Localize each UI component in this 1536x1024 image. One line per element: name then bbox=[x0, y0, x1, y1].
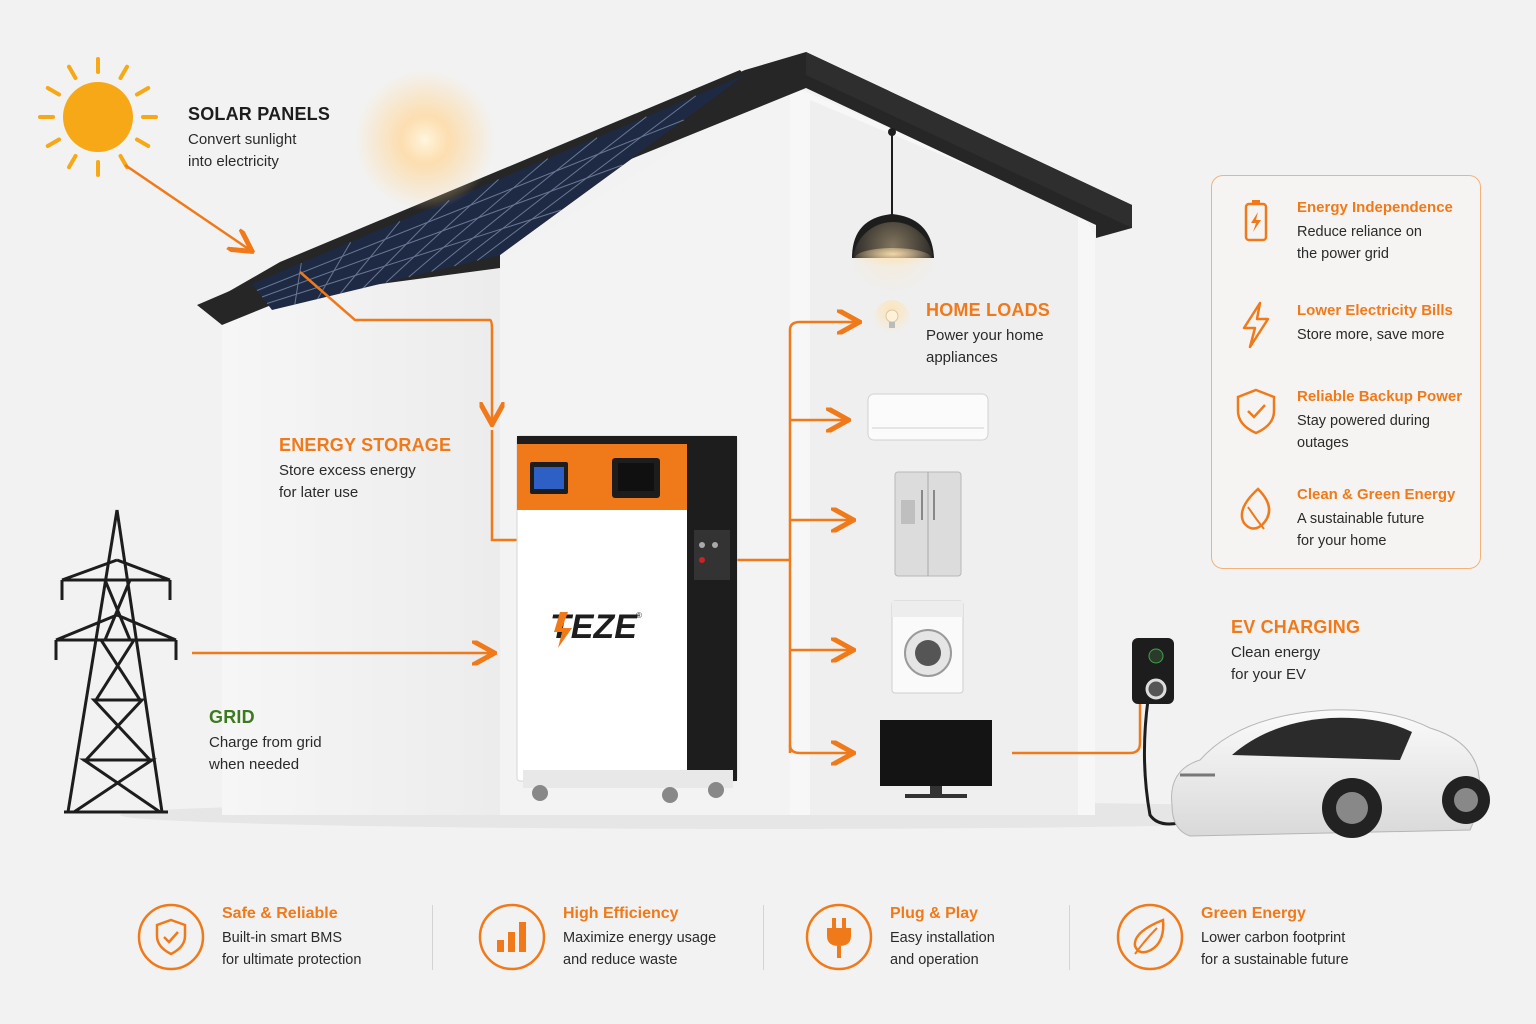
ev-title: EV CHARGING bbox=[1231, 617, 1361, 637]
panel-row-line bbox=[261, 164, 623, 298]
feature-title: Plug & Play bbox=[890, 905, 979, 922]
benefit-title: Clean & Green Energy bbox=[1297, 486, 1456, 503]
air-conditioner-icon bbox=[867, 393, 989, 441]
leaf-icon bbox=[1116, 903, 1184, 971]
sun-ray bbox=[134, 137, 151, 148]
lightning-icon bbox=[1242, 301, 1270, 349]
benefit-desc-line2: the power grid bbox=[1297, 246, 1389, 262]
sun-ray bbox=[45, 86, 62, 97]
solar-desc-line2: into electricity bbox=[188, 153, 279, 170]
feature-title: High Efficiency bbox=[563, 905, 679, 922]
shield-check-icon bbox=[1236, 388, 1276, 435]
sun-ray bbox=[134, 86, 151, 97]
ev-charging-label: EV CHARGING Clean energy for your EV bbox=[1231, 617, 1451, 686]
ev-desc-line2: for your EV bbox=[1231, 666, 1307, 683]
battery-cabinet-icon: TEZE ® bbox=[516, 435, 738, 803]
electric-car-icon bbox=[1171, 709, 1490, 838]
feature-desc-line1: Maximize energy usage bbox=[563, 930, 717, 946]
grid-title: GRID bbox=[209, 707, 255, 727]
feature-title: Green Energy bbox=[1201, 905, 1306, 922]
panel-row-line bbox=[266, 209, 562, 304]
refrigerator-icon bbox=[894, 471, 962, 577]
feature-divider bbox=[1069, 905, 1070, 970]
benefits-panel: Energy Independence Reduce reliance on t… bbox=[1211, 175, 1481, 569]
washing-machine-icon bbox=[891, 600, 964, 694]
storage-title: ENERGY STORAGE bbox=[279, 435, 452, 455]
benefit-desc-line1: Stay powered during bbox=[1297, 413, 1430, 429]
feature-desc-line1: Lower carbon footprint bbox=[1201, 930, 1346, 946]
power-tower-icon bbox=[54, 509, 178, 814]
panel-row-line bbox=[256, 119, 684, 291]
feature-desc-line2: and reduce waste bbox=[563, 952, 678, 968]
sun-ray bbox=[67, 64, 78, 81]
feature-desc-line2: for a sustainable future bbox=[1201, 952, 1349, 968]
grid-desc-line1: Charge from grid bbox=[209, 734, 322, 751]
ev-desc-line1: Clean energy bbox=[1231, 644, 1321, 661]
shield-check-icon bbox=[137, 903, 205, 971]
battery-icon bbox=[1244, 200, 1268, 242]
battery-bolt-icon bbox=[554, 612, 572, 648]
sun-ray bbox=[67, 153, 78, 170]
light-bulb-icon bbox=[874, 300, 910, 336]
sun-icon bbox=[38, 57, 158, 177]
leaf-icon bbox=[1240, 487, 1271, 530]
benefit-desc-line2: for your home bbox=[1297, 533, 1387, 549]
feature-desc-line1: Easy installation bbox=[890, 930, 995, 946]
television-icon bbox=[880, 720, 992, 798]
feature-divider bbox=[432, 905, 433, 970]
feature-desc-line1: Built-in smart BMS bbox=[222, 930, 343, 946]
energy-flow-wires bbox=[124, 163, 1142, 753]
sun-glare bbox=[355, 70, 495, 210]
benefit-title: Reliable Backup Power bbox=[1297, 388, 1463, 405]
home-loads-desc-line2: appliances bbox=[926, 349, 998, 366]
benefit-title: Energy Independence bbox=[1297, 199, 1453, 216]
sun-ray bbox=[118, 64, 129, 81]
benefit-title: Lower Electricity Bills bbox=[1297, 302, 1453, 319]
solar-title: SOLAR PANELS bbox=[188, 104, 331, 124]
sun-ray bbox=[45, 137, 62, 148]
feature-divider bbox=[763, 905, 764, 970]
ev-charger-icon bbox=[1132, 638, 1191, 826]
energy-storage-label: ENERGY STORAGE Store excess energy for l… bbox=[279, 435, 539, 504]
battery-brand-mark: ® bbox=[636, 611, 642, 620]
bar-chart-icon bbox=[478, 903, 546, 971]
benefit-desc-line1: Reduce reliance on bbox=[1297, 224, 1422, 240]
home-loads-desc-line1: Power your home bbox=[926, 327, 1044, 344]
home-loads-label: HOME LOADS Power your home appliances bbox=[926, 300, 1186, 369]
storage-desc-line1: Store excess energy bbox=[279, 462, 416, 479]
solar-desc-line1: Convert sunlight bbox=[188, 131, 297, 148]
benefit-desc-line2: outages bbox=[1297, 435, 1349, 451]
feature-desc-line2: and operation bbox=[890, 952, 979, 968]
grid-label: GRID Charge from grid when needed bbox=[209, 707, 469, 776]
home-loads-title: HOME LOADS bbox=[926, 300, 1051, 320]
grid-desc-line2: when needed bbox=[209, 756, 300, 773]
storage-desc-line2: for later use bbox=[279, 484, 359, 501]
solar-panels-label: SOLAR PANELS Convert sunlight into elect… bbox=[188, 104, 448, 173]
pendant-lamp-icon bbox=[852, 128, 934, 302]
feature-desc-line2: for ultimate protection bbox=[222, 952, 362, 968]
benefit-desc-line1: A sustainable future bbox=[1297, 511, 1425, 527]
plug-icon bbox=[805, 903, 873, 971]
benefit-desc-line1: Store more, save more bbox=[1297, 327, 1445, 343]
feature-title: Safe & Reliable bbox=[222, 905, 338, 922]
